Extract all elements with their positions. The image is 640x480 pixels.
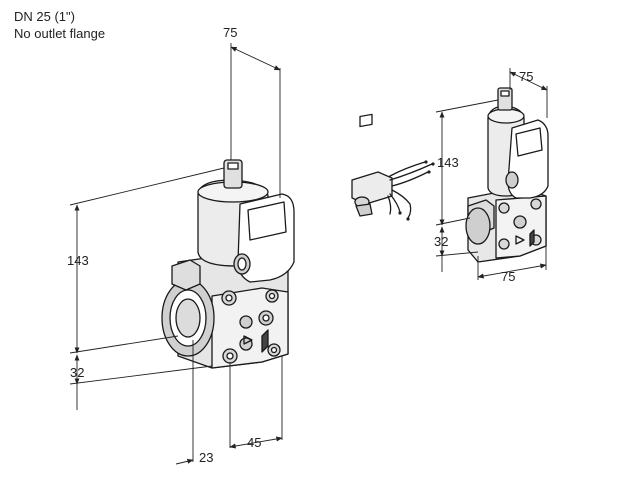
dim-small-width-top: 75	[519, 69, 533, 84]
dim-main-width-top: 75	[223, 25, 237, 40]
dim-main-height: 143	[67, 253, 89, 268]
dim-small-flange-height: 32	[434, 234, 448, 249]
dim-main-flange-height: 32	[70, 365, 84, 380]
dim-main-depth: 45	[247, 435, 261, 450]
small-dimension-lines	[435, 68, 548, 280]
dim-small-height: 143	[437, 155, 459, 170]
small-valve	[465, 87, 549, 263]
diagram-subtitle: No outlet flange	[14, 26, 106, 41]
dim-small-width-bottom: 75	[501, 269, 515, 284]
diagram-title: DN 25 (1")	[14, 9, 75, 24]
cable-connector	[351, 113, 435, 221]
main-valve	[161, 159, 295, 369]
main-flange-bolts	[221, 289, 281, 364]
dim-main-inlet-offset: 23	[199, 450, 213, 465]
main-dimension-lines	[69, 43, 283, 465]
